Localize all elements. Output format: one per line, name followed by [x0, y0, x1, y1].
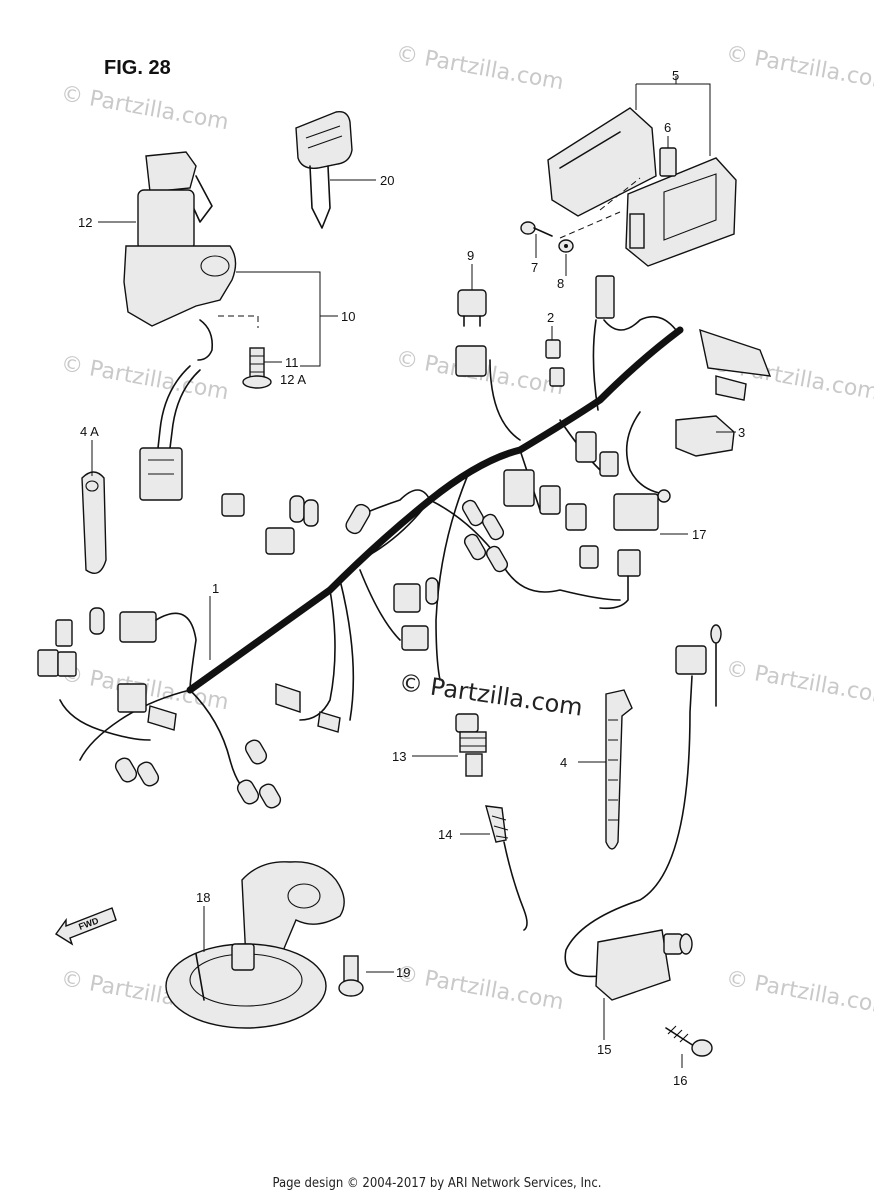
callout-20: 20 — [380, 173, 394, 188]
callout-7: 7 — [531, 260, 538, 275]
callout-12a: 12 A — [280, 372, 306, 387]
part-6-drawing — [659, 147, 677, 177]
callout-2: 2 — [547, 310, 554, 325]
center-watermark: © Partzilla.com — [397, 668, 584, 722]
fuse-2-drawing — [545, 339, 565, 387]
watermark: © Partzilla.com — [724, 41, 874, 95]
washer-8-drawing — [558, 239, 574, 253]
part-9-drawing — [455, 289, 487, 377]
callout-1: 1 — [212, 581, 219, 596]
callout-6: 6 — [664, 120, 671, 135]
callout-18: 18 — [196, 890, 210, 905]
relay-17-drawing — [599, 493, 659, 610]
fwd-arrow-icon: FWD — [54, 907, 117, 946]
watermark: © Partzilla.com — [394, 41, 566, 95]
callout-17: 17 — [692, 527, 706, 542]
connector-cluster-drawing — [592, 275, 772, 411]
bracket-lines — [218, 76, 711, 367]
switch-13-drawing — [455, 713, 528, 931]
tie-strap-4-drawing — [605, 689, 633, 850]
callout-4: 4 — [560, 755, 567, 770]
callout-19: 19 — [396, 965, 410, 980]
callout-15: 15 — [597, 1042, 611, 1057]
cap-3-drawing — [625, 411, 735, 503]
callout-16: 16 — [673, 1073, 687, 1088]
callout-12: 12 — [78, 215, 92, 230]
callout-4a: 4 A — [80, 424, 99, 439]
watermark: © Partzilla.com — [394, 961, 566, 1015]
screw-7-drawing — [520, 221, 553, 237]
callout-13: 13 — [392, 749, 406, 764]
bolt-drawing — [242, 347, 272, 389]
wiring-harness-drawing — [37, 326, 684, 809]
watermark: © Partzilla.com — [724, 966, 874, 1020]
callout-11: 11 — [285, 355, 299, 370]
horn-18-drawing — [165, 861, 345, 1029]
screw-16-drawing — [665, 1025, 713, 1057]
watermark: © Partzilla.com — [724, 656, 874, 710]
figure-title: FIG. 28 — [104, 57, 171, 79]
strap-4a-drawing — [81, 471, 107, 574]
callout-3: 3 — [738, 425, 745, 440]
footer-copyright: Page design © 2004-2017 by ARI Network S… — [272, 1176, 602, 1191]
bolt-19-drawing — [338, 955, 364, 997]
switch-15-drawing — [564, 624, 722, 1001]
callout-labels: 1 2 3 4 4 A 5 6 7 8 9 10 11 12 12 A 13 1… — [78, 68, 745, 1088]
callout-14: 14 — [438, 827, 452, 842]
key-drawing — [295, 111, 353, 229]
callout-8: 8 — [557, 276, 564, 291]
callout-9: 9 — [467, 248, 474, 263]
watermark: © Partzilla.com — [59, 81, 231, 135]
callout-5: 5 — [672, 68, 679, 83]
callout-10: 10 — [341, 309, 355, 324]
cdi-unit-drawing — [547, 107, 737, 267]
ignition-switch-drawing — [123, 151, 237, 501]
leader-lines — [91, 136, 736, 1068]
